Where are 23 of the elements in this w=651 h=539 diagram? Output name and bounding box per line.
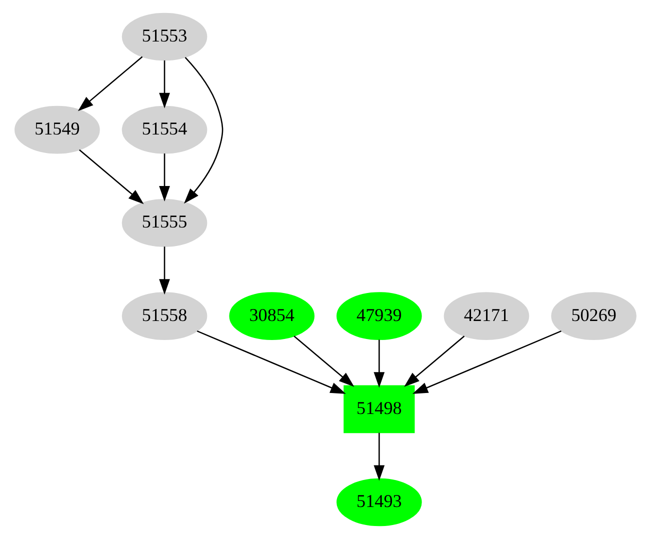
- arrow: [374, 340, 385, 388]
- node-ellipse: 30854: [229, 292, 314, 340]
- node-ellipse: 50269: [551, 292, 636, 340]
- node-ellipse: 42171: [444, 292, 530, 340]
- arrow: [196, 330, 346, 394]
- arrow: [412, 330, 562, 394]
- node-ellipse: 51554: [122, 106, 208, 154]
- arrow: [374, 432, 385, 481]
- arrow: [404, 336, 465, 387]
- arrow: [294, 336, 354, 387]
- node-ellipse: 51553: [122, 12, 208, 61]
- node-ellipse: 47939: [336, 292, 422, 340]
- node-ellipse: 51549: [14, 106, 100, 154]
- arrow: [78, 56, 143, 112]
- node-box: 51498: [344, 385, 415, 434]
- node-ellipse: 51555: [122, 199, 208, 247]
- arrow: [184, 57, 224, 204]
- node-ellipse: 51558: [122, 292, 208, 340]
- arrow: [159, 154, 170, 202]
- node-ellipse: 51493: [336, 478, 422, 526]
- arrow: [159, 60, 170, 108]
- arrow: [159, 246, 170, 295]
- arrow: [79, 149, 144, 204]
